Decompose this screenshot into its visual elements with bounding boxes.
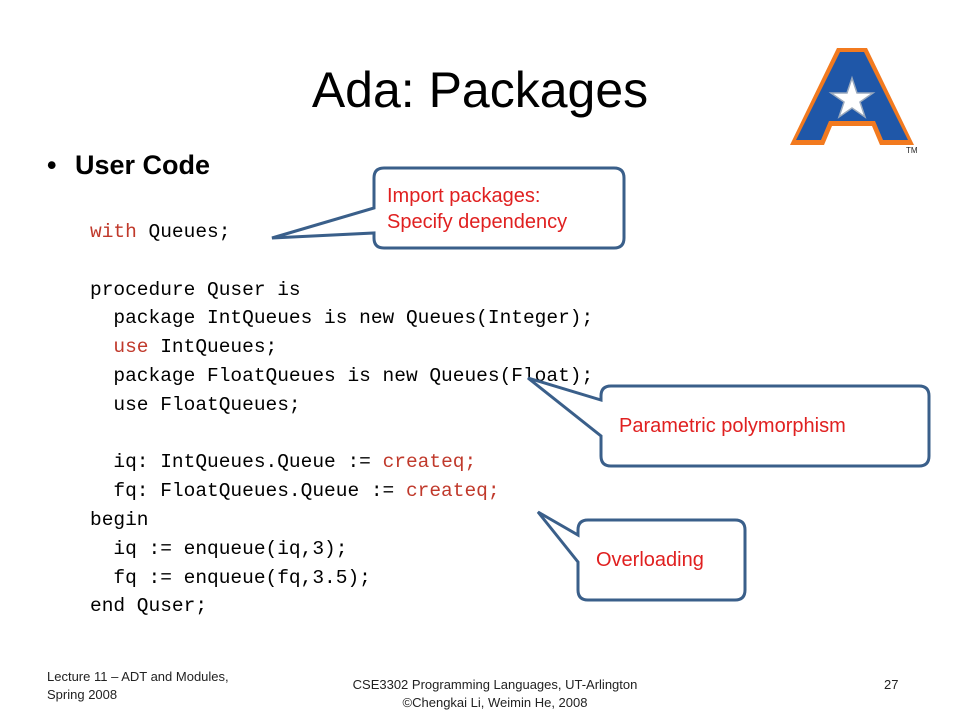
footer-center-line1: CSE3302 Programming Languages, UT-Arling… (352, 677, 638, 692)
code-text: iq := enqueue(iq,3); (90, 537, 348, 560)
code-line: use FloatQueues; (90, 391, 593, 420)
code-keyword: createq; (405, 480, 500, 503)
code-keyword: use (113, 336, 149, 359)
logo-trademark: TM (906, 146, 918, 155)
code-block: with Queues; procedure Quser is package I… (90, 218, 593, 621)
code-line: with Queues; (90, 218, 593, 247)
parametric-callout-text: Parametric polymorphism (619, 415, 846, 437)
ut-arlington-logo-icon: TM (790, 48, 918, 155)
page-number: 27 (884, 677, 899, 692)
code-text: Queues; (136, 221, 231, 243)
code-text: fq := enqueue(fq,3.5); (90, 566, 371, 589)
code-line: end Quser; (90, 592, 593, 621)
code-line: fq: FloatQueues.Queue := createq; (90, 477, 593, 506)
code-line: fq := enqueue(fq,3.5); (90, 564, 593, 593)
code-text (90, 336, 113, 358)
code-line (90, 420, 593, 449)
code-text: IntQueues; (148, 336, 278, 359)
import-callout-text: Import packages: Specify dependency (387, 183, 567, 235)
code-text: procedure Quser is (90, 278, 301, 301)
bullet-symbol: • (47, 150, 57, 180)
code-line (90, 247, 593, 276)
footer-left: Lecture 11 – ADT and Modules, Spring 200… (47, 668, 229, 704)
code-keyword: with (90, 221, 137, 243)
code-line: procedure Quser is (90, 276, 593, 305)
code-keyword: createq; (382, 451, 477, 474)
footer-center: CSE3302 Programming Languages, UT-Arling… (320, 676, 670, 712)
footer-center-line2: ©Chengkai Li, Weimin He, 2008 (402, 695, 588, 710)
code-line: iq: IntQueues.Queue := createq; (90, 448, 593, 477)
slide-title: Ada: Packages (311, 62, 649, 118)
code-text: fq: FloatQueues.Queue := (90, 480, 406, 503)
import-callout-line1: Import packages: (387, 185, 541, 207)
code-line: iq := enqueue(iq,3); (90, 535, 593, 564)
code-line: use IntQueues; (90, 333, 593, 362)
code-line: package FloatQueues is new Queues(Float)… (90, 362, 593, 391)
code-text: package FloatQueues is new Queues(Float)… (90, 364, 594, 387)
code-line: package IntQueues is new Queues(Integer)… (90, 304, 593, 333)
footer-left-line1: Lecture 11 – ADT and Modules, (47, 669, 229, 684)
import-callout-line2: Specify dependency (387, 211, 568, 233)
overloading-callout-text: Overloading (596, 549, 704, 571)
code-text: iq: IntQueues.Queue := (90, 451, 383, 474)
code-text: use FloatQueues; (90, 393, 301, 416)
code-text: begin (90, 508, 149, 531)
code-text: package IntQueues is new Queues(Integer)… (90, 307, 594, 330)
bullet-item: • User Code (47, 150, 210, 181)
code-text: end Quser; (90, 595, 208, 618)
footer-left-line2: Spring 2008 (47, 687, 118, 702)
code-line: begin (90, 506, 593, 535)
bullet-text: User Code (75, 150, 211, 180)
